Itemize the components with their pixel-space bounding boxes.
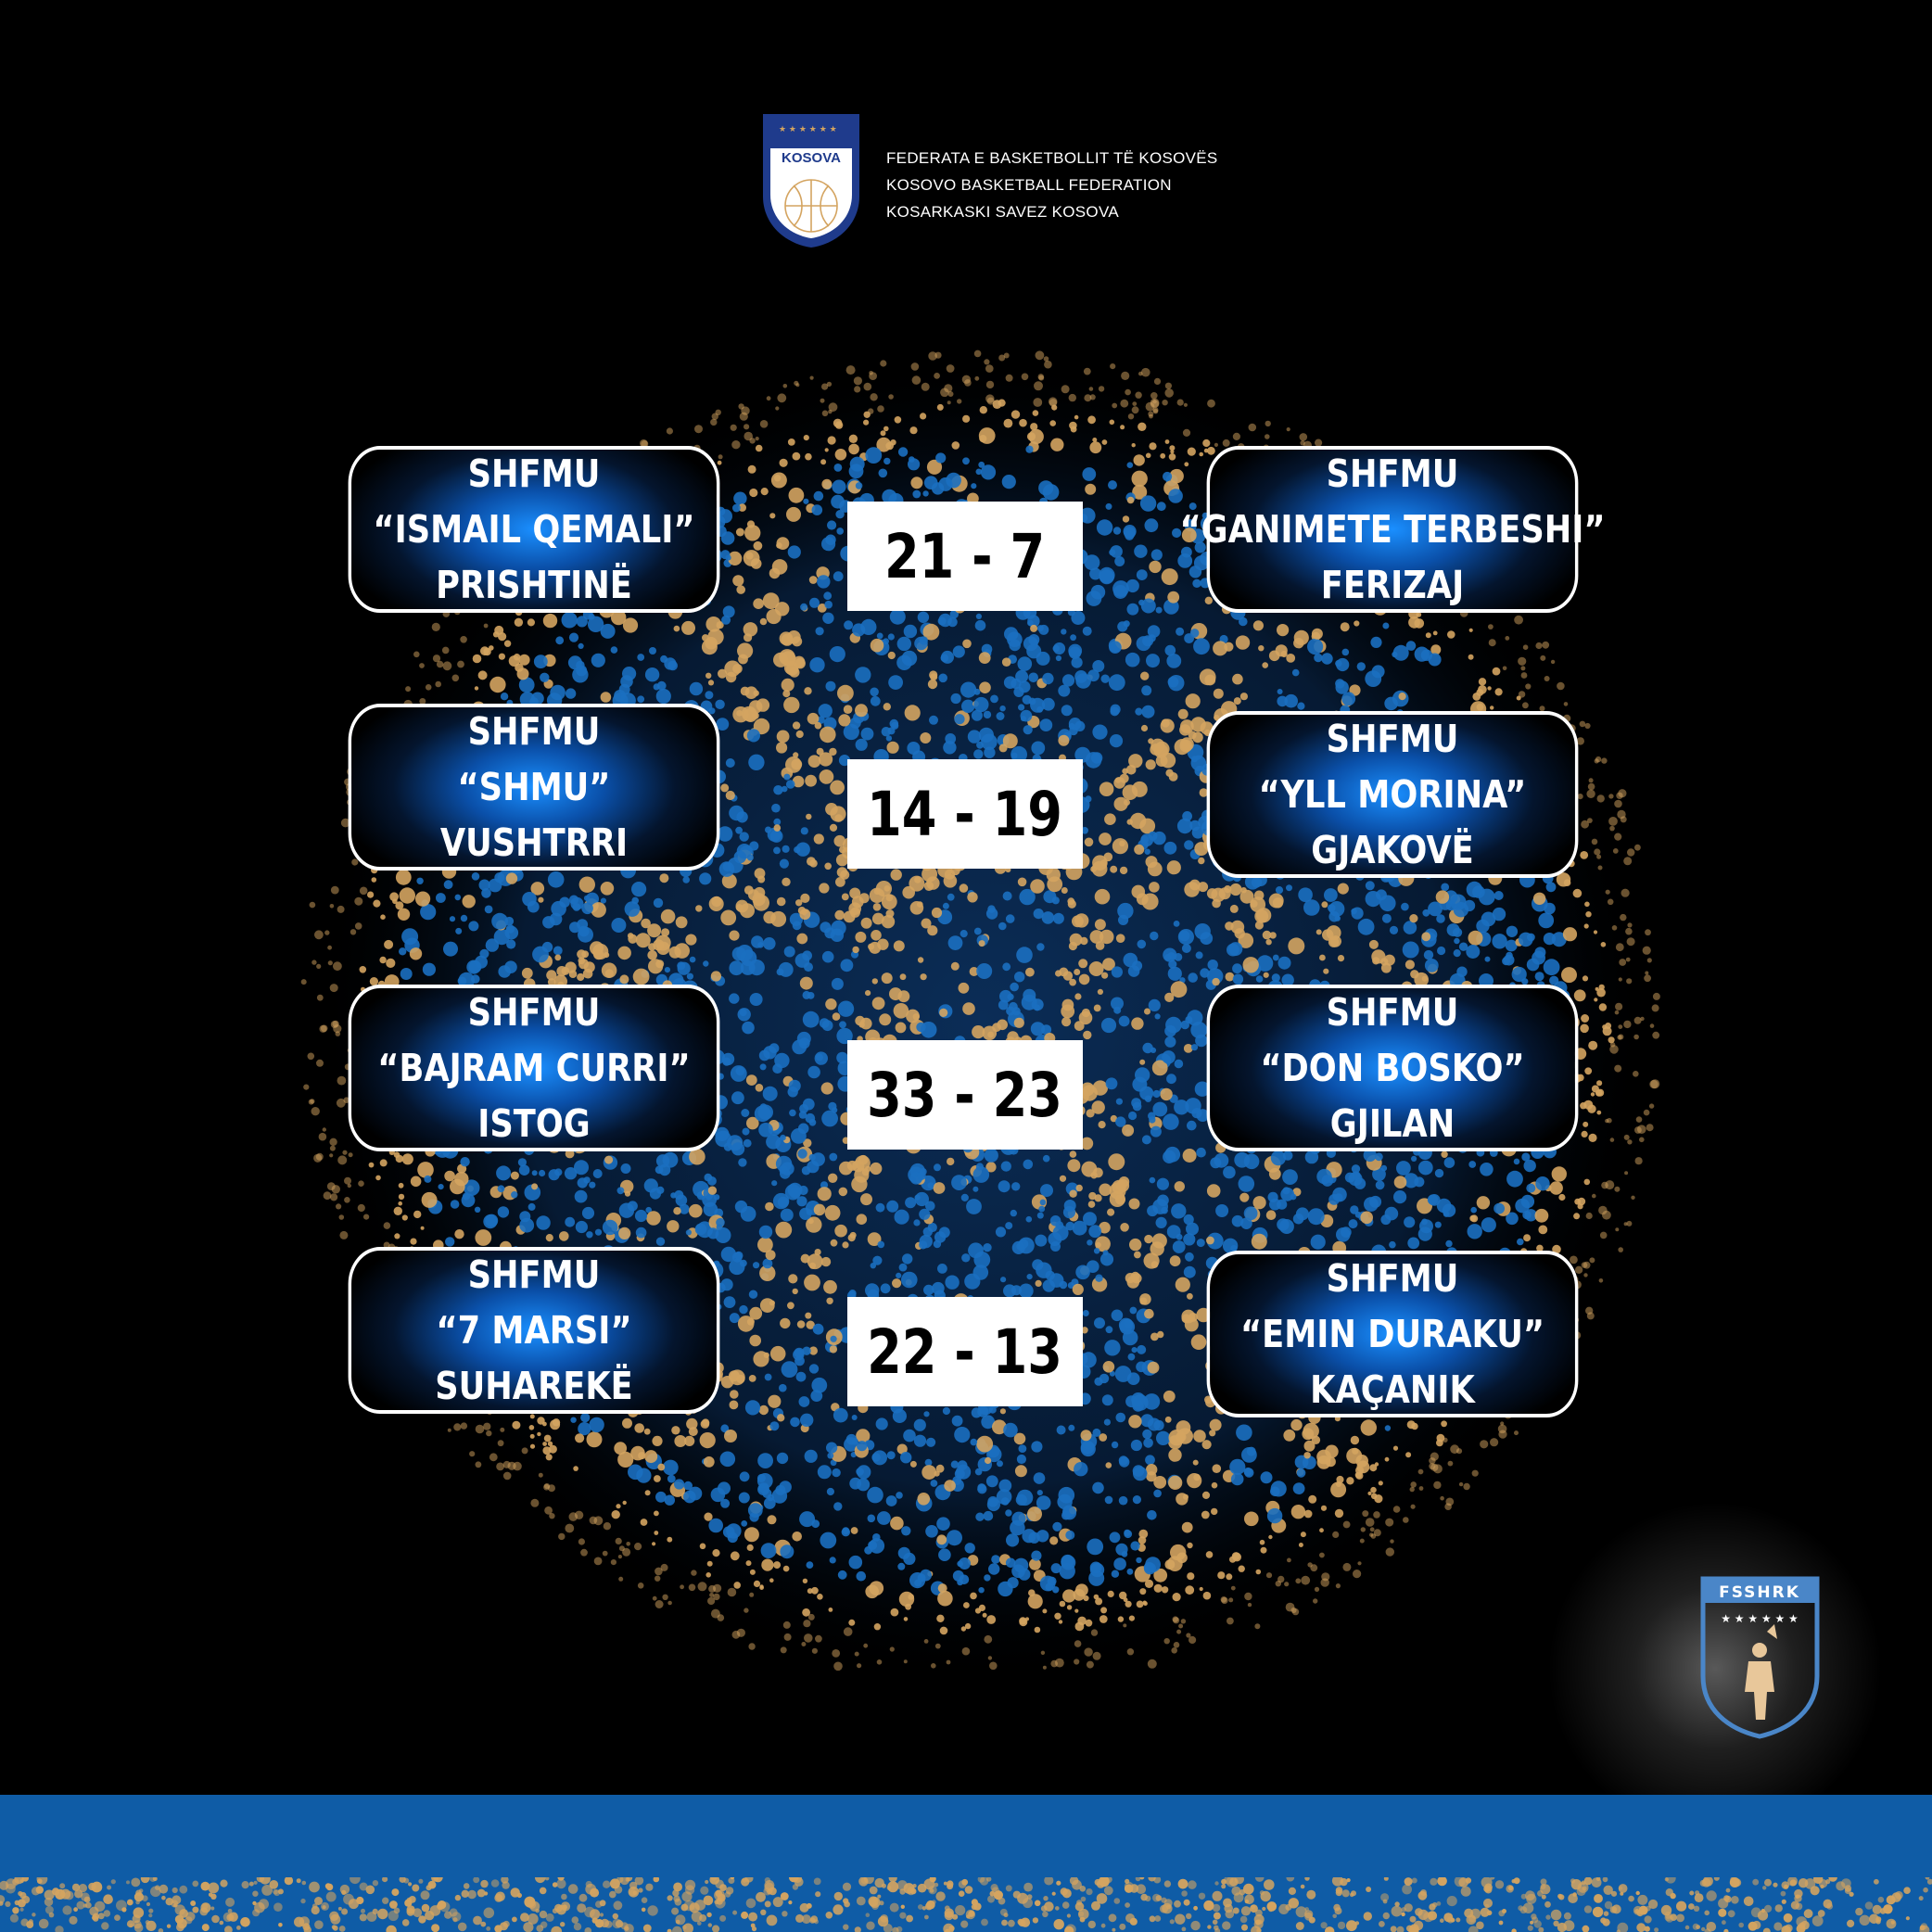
score-text: 33 - 23: [867, 1059, 1063, 1131]
score-box-4: 22 - 13: [847, 1297, 1083, 1406]
team-city: GJAKOVË: [1311, 828, 1474, 872]
team-school-name: “DON BOSKO”: [1260, 1046, 1525, 1090]
team-school-name: “GANIMETE TERBESHI”: [1179, 507, 1606, 552]
score-box-1: 21 - 7: [847, 502, 1083, 611]
footer-dot-pattern: [0, 1877, 1932, 1932]
team-city: SUHAREKË: [435, 1364, 633, 1408]
away-team-card-1: SHFMU “GANIMETE TERBESHI” FERIZAJ: [1179, 446, 1606, 613]
away-team-card-3: SHFMU “DON BOSKO” GJILAN: [1206, 985, 1579, 1151]
federation-name-albanian: FEDERATA E BASKETBOLLIT TË KOSOVËS: [886, 149, 1218, 167]
fsshrk-shield-logo: FSSHRK ★ ★ ★ ★ ★ ★: [1700, 1576, 1820, 1739]
team-school-name: “SHMU”: [457, 765, 611, 809]
score-text: 21 - 7: [884, 520, 1046, 592]
fsshrk-text: FSSHRK: [1719, 1583, 1800, 1602]
team-type: SHFMU: [1326, 717, 1459, 761]
score-text: 22 - 13: [867, 1316, 1063, 1388]
home-team-card-1: SHFMU “ISMAIL QEMALI” PRISHTINË: [348, 446, 720, 613]
federation-names: FEDERATA E BASKETBOLLIT TË KOSOVËS KOSOV…: [886, 145, 1218, 225]
fsshrk-glow: [1520, 1483, 1910, 1854]
home-team-card-3: SHFMU “BAJRAM CURRI” ISTOG: [348, 985, 720, 1151]
team-type: SHFMU: [467, 709, 601, 754]
team-city: VUSHTRRI: [439, 820, 629, 865]
team-type: SHFMU: [467, 1252, 601, 1297]
team-type: SHFMU: [1326, 451, 1459, 496]
federation-header: ★ ★ ★ ★ ★ ★ KOSOVA FEDERATA E BASKETBOLL…: [760, 111, 1242, 260]
team-city: FERIZAJ: [1320, 563, 1465, 607]
federation-name-serbian: KOSARKASKI SAVEZ KOSOVA: [886, 203, 1119, 221]
score-box-3: 33 - 23: [847, 1040, 1083, 1150]
federation-name-english: KOSOVO BASKETBALL FEDERATION: [886, 176, 1172, 194]
team-school-name: “EMIN DURAKU”: [1239, 1312, 1545, 1356]
team-city: KAÇANIK: [1310, 1367, 1475, 1412]
team-city: PRISHTINË: [436, 563, 632, 607]
team-school-name: “7 MARSI”: [436, 1308, 632, 1353]
score-text: 14 - 19: [867, 778, 1063, 850]
home-team-card-4: SHFMU “7 MARSI” SUHAREKË: [348, 1247, 720, 1414]
team-type: SHFMU: [467, 990, 601, 1035]
team-city: GJILAN: [1329, 1101, 1455, 1146]
team-city: ISTOG: [477, 1101, 591, 1146]
team-type: SHFMU: [1326, 1256, 1459, 1301]
team-school-name: “ISMAIL QEMALI”: [373, 507, 695, 552]
team-school-name: “YLL MORINA”: [1258, 772, 1527, 817]
score-box-2: 14 - 19: [847, 759, 1083, 869]
kosova-shield-logo: ★ ★ ★ ★ ★ ★ KOSOVA: [763, 114, 859, 248]
team-type: SHFMU: [467, 451, 601, 496]
away-team-card-2: SHFMU “YLL MORINA” GJAKOVË: [1206, 711, 1579, 878]
team-school-name: “BAJRAM CURRI”: [377, 1046, 691, 1090]
home-team-card-2: SHFMU “SHMU” VUSHTRRI: [348, 704, 720, 871]
team-type: SHFMU: [1326, 990, 1459, 1035]
away-team-card-4: SHFMU “EMIN DURAKU” KAÇANIK: [1206, 1251, 1579, 1417]
shield-text: KOSOVA: [782, 150, 841, 166]
